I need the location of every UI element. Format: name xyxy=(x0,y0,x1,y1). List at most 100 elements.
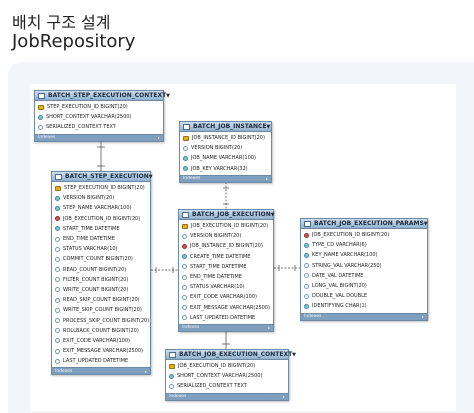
table-column-row[interactable]: JOB_EXECUTION_ID BIGINT(20) xyxy=(169,361,285,371)
table-column-row[interactable]: CREATE_TIME DATETIME xyxy=(182,252,270,262)
table-column-row[interactable]: WRITE_COUNT BIGINT(20) xyxy=(55,285,147,295)
nullable-column-icon xyxy=(304,263,309,269)
column-definition: TYPE_CD VARCHAR(6) xyxy=(312,242,367,249)
table-column-row[interactable]: SHORT_CONTEXT VARCHAR(2500) xyxy=(38,112,160,122)
table-header[interactable]: BATCH_JOB_EXECUTION ▼ xyxy=(179,210,275,220)
table-batch-job-execution[interactable]: BATCH_JOB_EXECUTION ▼ JOB_EXECUTION_ID B… xyxy=(178,209,275,332)
table-column-row[interactable]: JOB_INSTANCE_ID BIGINT(20) xyxy=(182,241,270,251)
table-column-row[interactable]: STRING_VAL VARCHAR(250) xyxy=(304,261,424,271)
column-definition: CREATE_TIME DATETIME xyxy=(190,253,251,260)
nullable-column-icon xyxy=(55,328,60,334)
table-column-row[interactable]: EXIT_MESSAGE VARCHAR(2500) xyxy=(182,303,270,313)
nullable-column-icon xyxy=(55,246,60,252)
table-column-row[interactable]: JOB_INSTANCE_ID BIGINT(20) xyxy=(183,133,268,143)
indexes-footer[interactable]: Indexes ▸ xyxy=(179,323,273,331)
indexes-label: Indexes xyxy=(182,325,200,331)
indexes-footer[interactable]: Indexes ▸ xyxy=(52,367,150,375)
table-column-row[interactable]: END_TIME DATETIME xyxy=(55,234,147,244)
table-column-row[interactable]: READ_COUNT BIGINT(20) xyxy=(55,265,147,275)
table-column-row[interactable]: IDENTIFYING CHAR(1) xyxy=(304,301,424,311)
chevron-right-icon[interactable]: ▸ xyxy=(157,135,160,141)
table-column-row[interactable]: TYPE_CD VARCHAR(6) xyxy=(304,240,424,250)
chevron-right-icon[interactable]: ▸ xyxy=(282,394,285,400)
table-column-row[interactable]: FILTER_COUNT BIGINT(20) xyxy=(55,275,147,285)
table-column-row[interactable]: WRITE_SKIP_COUNT BIGINT(20) xyxy=(55,305,147,315)
indexes-footer[interactable]: Indexes ▸ xyxy=(301,312,427,320)
column-definition: JOB_NAME VARCHAR(100) xyxy=(191,155,256,162)
table-title: BATCH_JOB_INSTANCE xyxy=(193,123,267,130)
table-column-row[interactable]: EXIT_CODE VARCHAR(100) xyxy=(55,336,147,346)
chevron-down-icon[interactable]: ▼ xyxy=(423,220,428,227)
indexes-footer[interactable]: Indexes ▸ xyxy=(35,133,163,141)
column-list: JOB_EXECUTION_ID BIGINT(20)VERSION BIGIN… xyxy=(179,220,273,324)
indexes-footer[interactable]: Indexes ▸ xyxy=(166,392,288,400)
table-column-row[interactable]: COMMIT_COUNT BIGINT(20) xyxy=(55,254,147,264)
chevron-down-icon[interactable]: ▼ xyxy=(266,123,271,130)
indexes-label: Indexes xyxy=(304,314,322,319)
nullable-column-icon xyxy=(183,145,188,151)
table-column-row[interactable]: START_TIME DATETIME xyxy=(55,224,147,234)
table-column-row[interactable]: JOB_NAME VARCHAR(100) xyxy=(183,153,268,163)
chevron-down-icon[interactable]: ▼ xyxy=(292,351,297,358)
column-list: JOB_EXECUTION_ID BIGINT(20)SHORT_CONTEXT… xyxy=(166,360,288,393)
table-column-row[interactable]: PROCESS_SKIP_COUNT BIGINT(20) xyxy=(55,315,149,325)
nullable-column-icon xyxy=(55,277,60,283)
table-column-row[interactable]: ROLLBACK_COUNT BIGINT(20) xyxy=(55,326,147,336)
table-batch-step-execution-context[interactable]: BATCH_STEP_EXECUTION_CONTEXT ▼ STEP_EXEC… xyxy=(34,90,170,142)
table-column-row[interactable]: LAST_UPDATED DATETIME xyxy=(55,356,147,366)
table-column-row[interactable]: JOB_KEY VARCHAR(32) xyxy=(183,164,268,174)
table-batch-job-execution-params[interactable]: BATCH_JOB_EXECUTION_PARAMS ▼ JOB_EXECUTI… xyxy=(300,218,428,321)
table-column-row[interactable]: STEP_NAME VARCHAR(100) xyxy=(55,203,147,213)
table-column-row[interactable]: END_TIME DATETIME xyxy=(182,272,270,282)
chevron-right-icon[interactable]: ▸ xyxy=(144,368,147,374)
table-column-row[interactable]: START_TIME DATETIME xyxy=(182,262,270,272)
table-column-row[interactable]: JOB_EXECUTION_ID BIGINT(20) xyxy=(182,221,270,231)
table-column-row[interactable]: STEP_EXECUTION_ID BIGINT(20) xyxy=(55,183,147,193)
column-icon xyxy=(183,166,188,172)
table-column-row[interactable]: DOUBLE_VAL DOUBLE xyxy=(304,291,424,301)
chevron-down-icon[interactable]: ▼ xyxy=(166,92,171,99)
table-column-row[interactable]: EXIT_MESSAGE VARCHAR(2500) xyxy=(55,346,147,356)
nullable-column-icon xyxy=(169,383,174,389)
table-header[interactable]: BATCH_JOB_EXECUTION_PARAMS ▼ xyxy=(301,219,428,229)
table-column-row[interactable]: STATUS VARCHAR(10) xyxy=(182,282,270,292)
table-column-row[interactable]: SHORT_CONTEXT VARCHAR(2500) xyxy=(169,371,285,381)
table-column-row[interactable]: SERIALIZED_CONTEXT TEXT xyxy=(38,122,160,132)
table-column-row[interactable]: VERSION BIGINT(20) xyxy=(55,193,147,203)
chevron-down-icon[interactable]: ▼ xyxy=(270,211,275,218)
chevron-down-icon[interactable]: ▼ xyxy=(148,173,153,180)
table-header[interactable]: BATCH_JOB_EXECUTION_CONTEXT ▼ xyxy=(166,350,296,360)
chevron-right-icon[interactable]: ▸ xyxy=(265,176,268,182)
chevron-right-icon[interactable]: ▸ xyxy=(267,325,270,331)
column-definition: STATUS VARCHAR(10) xyxy=(63,246,118,253)
column-definition: STRING_VAL VARCHAR(250) xyxy=(312,262,382,269)
table-column-row[interactable]: STEP_EXECUTION_ID BIGINT(20) xyxy=(38,102,160,112)
table-column-row[interactable]: LAST_UPDATED DATETIME xyxy=(182,313,270,323)
table-column-row[interactable]: JOB_EXECUTION_ID BIGINT(20) xyxy=(304,230,424,240)
table-header[interactable]: BATCH_STEP_EXECUTION_CONTEXT ▼ xyxy=(35,91,170,101)
table-column-row[interactable]: EXIT_CODE VARCHAR(100) xyxy=(182,292,270,302)
table-header[interactable]: BATCH_STEP_EXECUTION ▼ xyxy=(52,172,153,182)
nullable-column-icon xyxy=(55,297,60,303)
nullable-column-icon xyxy=(304,293,309,299)
nullable-column-icon xyxy=(55,307,60,313)
column-definition: STEP_EXECUTION_ID BIGINT(20) xyxy=(47,104,128,111)
table-column-row[interactable]: READ_SKIP_COUNT BIGINT(20) xyxy=(55,295,147,305)
table-column-row[interactable]: DATE_VAL DATETIME xyxy=(304,271,424,281)
table-header[interactable]: BATCH_JOB_INSTANCE ▼ xyxy=(180,122,271,132)
table-batch-step-execution[interactable]: BATCH_STEP_EXECUTION ▼ STEP_EXECUTION_ID… xyxy=(51,171,153,376)
table-batch-job-execution-context[interactable]: BATCH_JOB_EXECUTION_CONTEXT ▼ JOB_EXECUT… xyxy=(165,349,296,401)
column-definition: JOB_EXECUTION_ID BIGINT(20) xyxy=(63,215,141,222)
column-icon xyxy=(182,254,187,260)
table-column-row[interactable]: JOB_EXECUTION_ID BIGINT(20) xyxy=(55,214,147,224)
table-column-row[interactable]: KEY_NAME VARCHAR(100) xyxy=(304,250,424,260)
table-column-row[interactable]: LONG_VAL BIGINT(20) xyxy=(304,281,424,291)
indexes-footer[interactable]: Indexes ▸ xyxy=(180,174,271,182)
table-batch-job-instance[interactable]: BATCH_JOB_INSTANCE ▼ JOB_INSTANCE_ID BIG… xyxy=(179,121,272,183)
table-column-row[interactable]: SERIALIZED_CONTEXT TEXT xyxy=(169,381,285,391)
table-column-row[interactable]: STATUS VARCHAR(10) xyxy=(55,244,147,254)
table-column-row[interactable]: VERSION BIGINT(20) xyxy=(183,143,268,153)
table-column-row[interactable]: VERSION BIGINT(20) xyxy=(182,231,270,241)
chevron-right-icon[interactable]: ▸ xyxy=(421,314,424,319)
column-icon xyxy=(304,242,309,248)
